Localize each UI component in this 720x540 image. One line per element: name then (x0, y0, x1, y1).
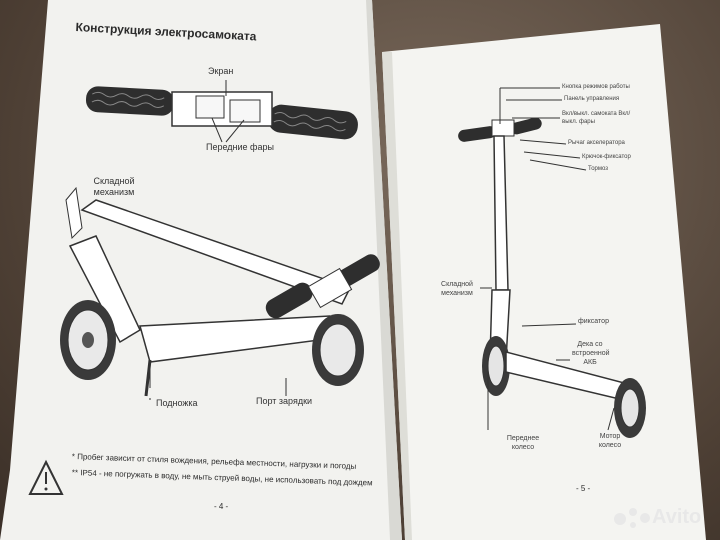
charging-port-label: Порт зарядки (256, 396, 313, 406)
folding-mechanism-label-right: Складной механизм (441, 281, 473, 297)
deck-battery-label: Дека со встроенной АКБ (572, 341, 610, 366)
hook-latch-label: Крючок-фиксатор (582, 154, 631, 160)
mode-button-label: Кнопка режимов работы (562, 84, 630, 90)
power-light-switch-label: Вкл/выкл. самоката Вкл/выкл. фары (562, 111, 631, 125)
motor-wheel-label: Мотор колесо (598, 433, 622, 449)
page-number-right: - 5 - (576, 484, 591, 493)
kickstand-label: Подножка (156, 398, 198, 408)
screen-label: Экран (208, 66, 234, 76)
page-number-left: - 4 - (214, 502, 229, 511)
brake-label: Тормоз (588, 166, 609, 172)
control-panel-label: Панель управления (564, 96, 620, 102)
headlights-label: Передние фары (206, 142, 274, 152)
avito-watermark: Avito (652, 506, 702, 528)
folding-mechanism-label: Складной механизм (93, 176, 135, 197)
front-wheel-label: Переднее колесо (506, 435, 540, 451)
throttle-label: Рычаг акселератора (568, 140, 625, 146)
latch-label: фиксатор (578, 318, 609, 325)
